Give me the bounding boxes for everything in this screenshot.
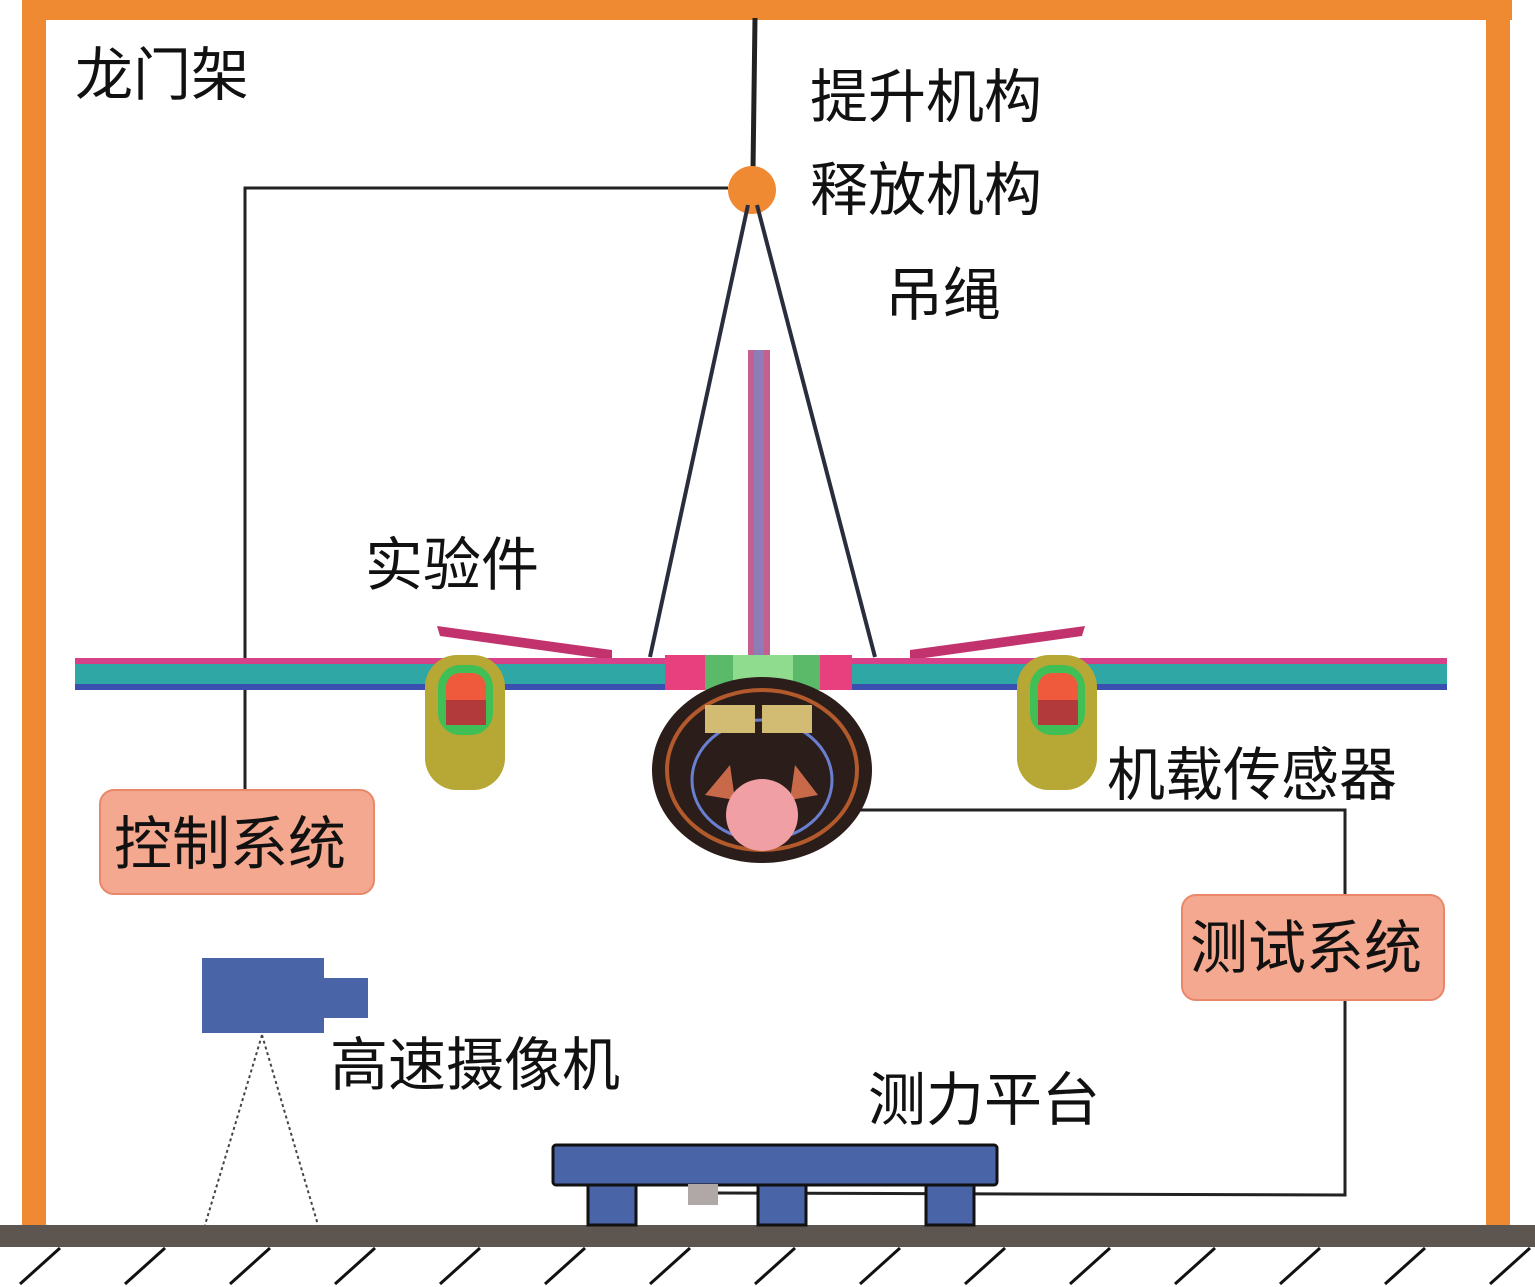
sensor-wire: [860, 808, 1347, 895]
ground-hatch: [1383, 1246, 1427, 1286]
ground-hatch: [1278, 1246, 1322, 1286]
ground-hatch: [963, 1246, 1007, 1286]
ground-hatch: [753, 1246, 797, 1286]
ground-hatch: [1488, 1246, 1532, 1286]
ground: [0, 1225, 1535, 1286]
sling-label: 吊绳: [885, 261, 1001, 329]
ground-hatch: [333, 1246, 377, 1286]
ground-hatch: [228, 1246, 272, 1286]
high-speed-camera: [202, 958, 368, 1226]
control-wire: [243, 186, 728, 790]
test-article-label: 实验件: [365, 531, 539, 599]
release-mechanism-label: 释放机构: [810, 156, 1042, 224]
test-article-aircraft: [75, 350, 1447, 863]
gantry-frame: [22, 0, 1512, 1226]
release-mechanism: [728, 166, 776, 214]
lift-rope: [750, 17, 758, 171]
onboard-sensor: [726, 779, 798, 851]
lift-mechanism-label: 提升机构: [810, 63, 1042, 131]
ground-hatch: [543, 1246, 587, 1286]
test-system-box: [1181, 894, 1445, 1001]
ground-hatch: [1068, 1246, 1112, 1286]
sling-right: [755, 204, 877, 658]
force-platform-label: 测力平台: [868, 1066, 1100, 1134]
onboard-sensor-label: 机载传感器: [1107, 741, 1397, 809]
ground-hatch: [858, 1246, 902, 1286]
force-platform: [551, 1143, 999, 1227]
ground-hatch: [648, 1246, 692, 1286]
control-system-label: 控制系统: [114, 810, 346, 878]
sling-left: [648, 204, 750, 658]
ground-hatch: [1173, 1246, 1217, 1286]
gantry-label: 龙门架: [75, 41, 249, 109]
test-system-label: 测试系统: [1190, 914, 1422, 982]
ground-hatch: [18, 1246, 62, 1286]
ground-hatch: [438, 1246, 482, 1286]
ground-hatch: [123, 1246, 167, 1286]
high-speed-camera-label: 高速摄像机: [330, 1031, 620, 1099]
control-system-box: [99, 789, 375, 895]
